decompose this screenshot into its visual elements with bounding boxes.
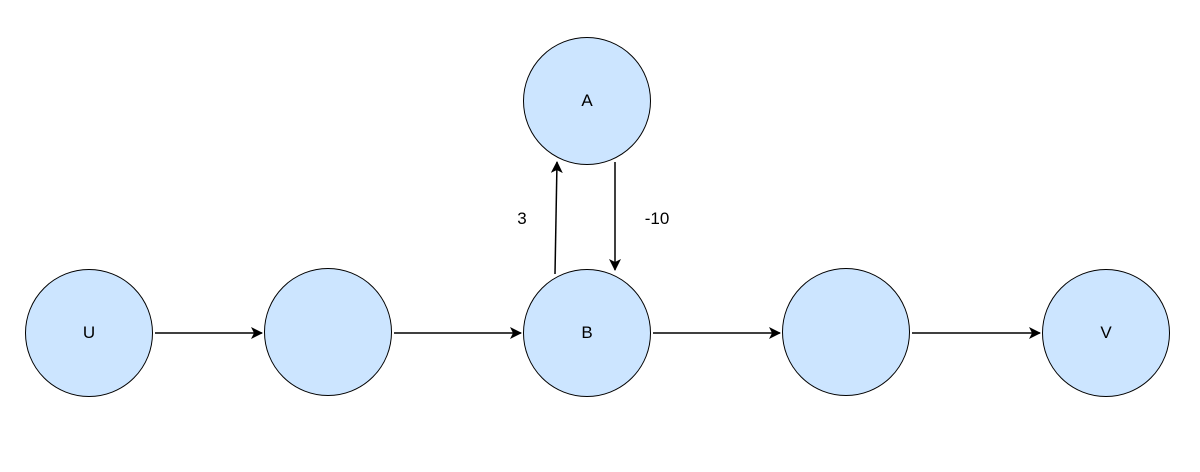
node-a-label: A [581,91,593,110]
node-u-label: U [82,323,96,342]
node-b[interactable]: B [523,269,651,397]
node-v[interactable]: V [1042,269,1170,397]
node-a[interactable]: A [523,37,651,165]
edge-b-to-a [550,161,563,275]
node-unlabeled-1[interactable] [264,268,392,396]
node-unlabeled-2[interactable] [782,268,910,396]
edge-label-a-to-b: -10 [644,209,670,228]
node-b-label: B [581,323,593,342]
node-v-label: V [1100,323,1112,342]
node-u[interactable]: U [25,269,153,397]
edge-label-b-to-a: 3 [517,209,527,228]
